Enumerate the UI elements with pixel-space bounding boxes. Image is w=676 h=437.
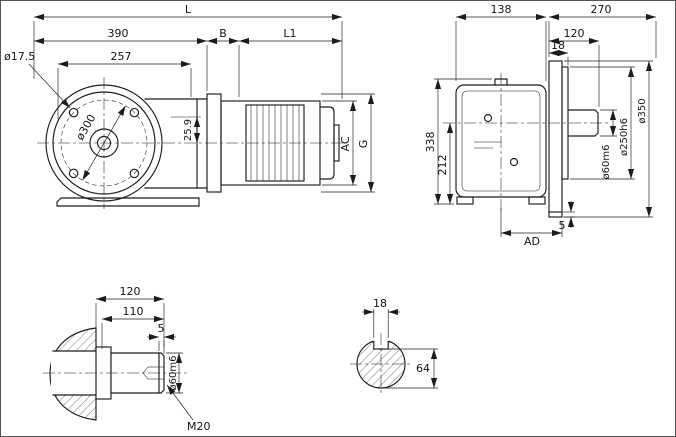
- vent-plug: [494, 78, 508, 86]
- bolt-hole: [129, 107, 140, 118]
- dim-120-label: 120: [564, 27, 585, 40]
- motor-body: [220, 100, 321, 186]
- flange-spigot: [561, 66, 569, 180]
- dim-60m6-label: ø60m6: [168, 356, 179, 391]
- base-foot: [56, 197, 200, 207]
- dim-18-label: 18: [551, 39, 565, 52]
- fan-cover-hub: [333, 124, 340, 162]
- dim-bolt-hole-label: ø17.5: [4, 50, 35, 63]
- output-shaft: [567, 109, 599, 137]
- dim-60m6-label: ø60m6: [601, 145, 612, 180]
- side-view: L 390 B L1 257 ø17.5 ø300 25.9 AC G: [4, 3, 375, 209]
- output-flange: [548, 60, 563, 218]
- dim-25-9-label: 25.9: [183, 119, 194, 141]
- dim-B-label: B: [219, 27, 227, 40]
- front-view: 138 270 120 18 ø60m6 ø250h6 ø350 338: [424, 3, 657, 248]
- dim-338-label: 338: [424, 132, 437, 153]
- housing-foot: [456, 196, 474, 205]
- drain-plug: [509, 157, 519, 167]
- oil-plug: [483, 113, 493, 123]
- dim-G-label: G: [357, 140, 370, 149]
- cooling-fins: [250, 105, 300, 181]
- dim-257-label: 257: [111, 50, 132, 63]
- bolt-hole: [68, 168, 79, 179]
- dim-270-label: 270: [591, 3, 612, 16]
- dim-250h6-label: ø250h6: [619, 118, 630, 156]
- dim-18-label: 18: [373, 297, 387, 310]
- dim-L-label: L: [185, 3, 192, 16]
- shaft-section-view: 18 64: [350, 297, 438, 395]
- flange-face-circle: [52, 91, 156, 195]
- bolt-hole: [68, 107, 79, 118]
- dim-M20-label: M20: [187, 420, 211, 433]
- dim-AD-label: AD: [524, 235, 540, 248]
- tapped-hole-m20: [142, 366, 164, 380]
- dim-AC-label: AC: [339, 136, 352, 151]
- gear-housing-inner: [461, 90, 541, 192]
- dim-110-label: 110: [123, 305, 144, 318]
- housing-foot: [528, 196, 546, 205]
- bolt-circle: [60, 99, 148, 187]
- dim-64-label: 64: [416, 362, 430, 375]
- flange-outer-circle: [45, 84, 163, 202]
- dim-390-label: 390: [108, 27, 129, 40]
- dim-120-label: 120: [120, 285, 141, 298]
- section-dimensions: 18 64: [362, 297, 438, 389]
- dim-L1-label: L1: [283, 27, 296, 40]
- dim-bolt-circle-label: ø300: [73, 112, 98, 143]
- gear-housing: [455, 84, 547, 198]
- front-view-dimensions: 138 270 120 18 ø60m6 ø250h6 ø350 338: [424, 3, 657, 248]
- side-view-dimensions: L 390 B L1 257 ø17.5 ø300 25.9 AC G: [4, 3, 375, 193]
- shaft-detail-dimensions: 120 110 5 ø60m6 M20: [95, 285, 211, 433]
- bolt-hole: [129, 168, 140, 179]
- dim-212-label: 212: [436, 155, 449, 176]
- dim-350-label: ø350: [637, 98, 648, 123]
- shaft-detail-view: 120 110 5 ø60m6 M20: [43, 285, 211, 433]
- dim-138-label: 138: [491, 3, 512, 16]
- dim-5-label: 5: [158, 322, 165, 335]
